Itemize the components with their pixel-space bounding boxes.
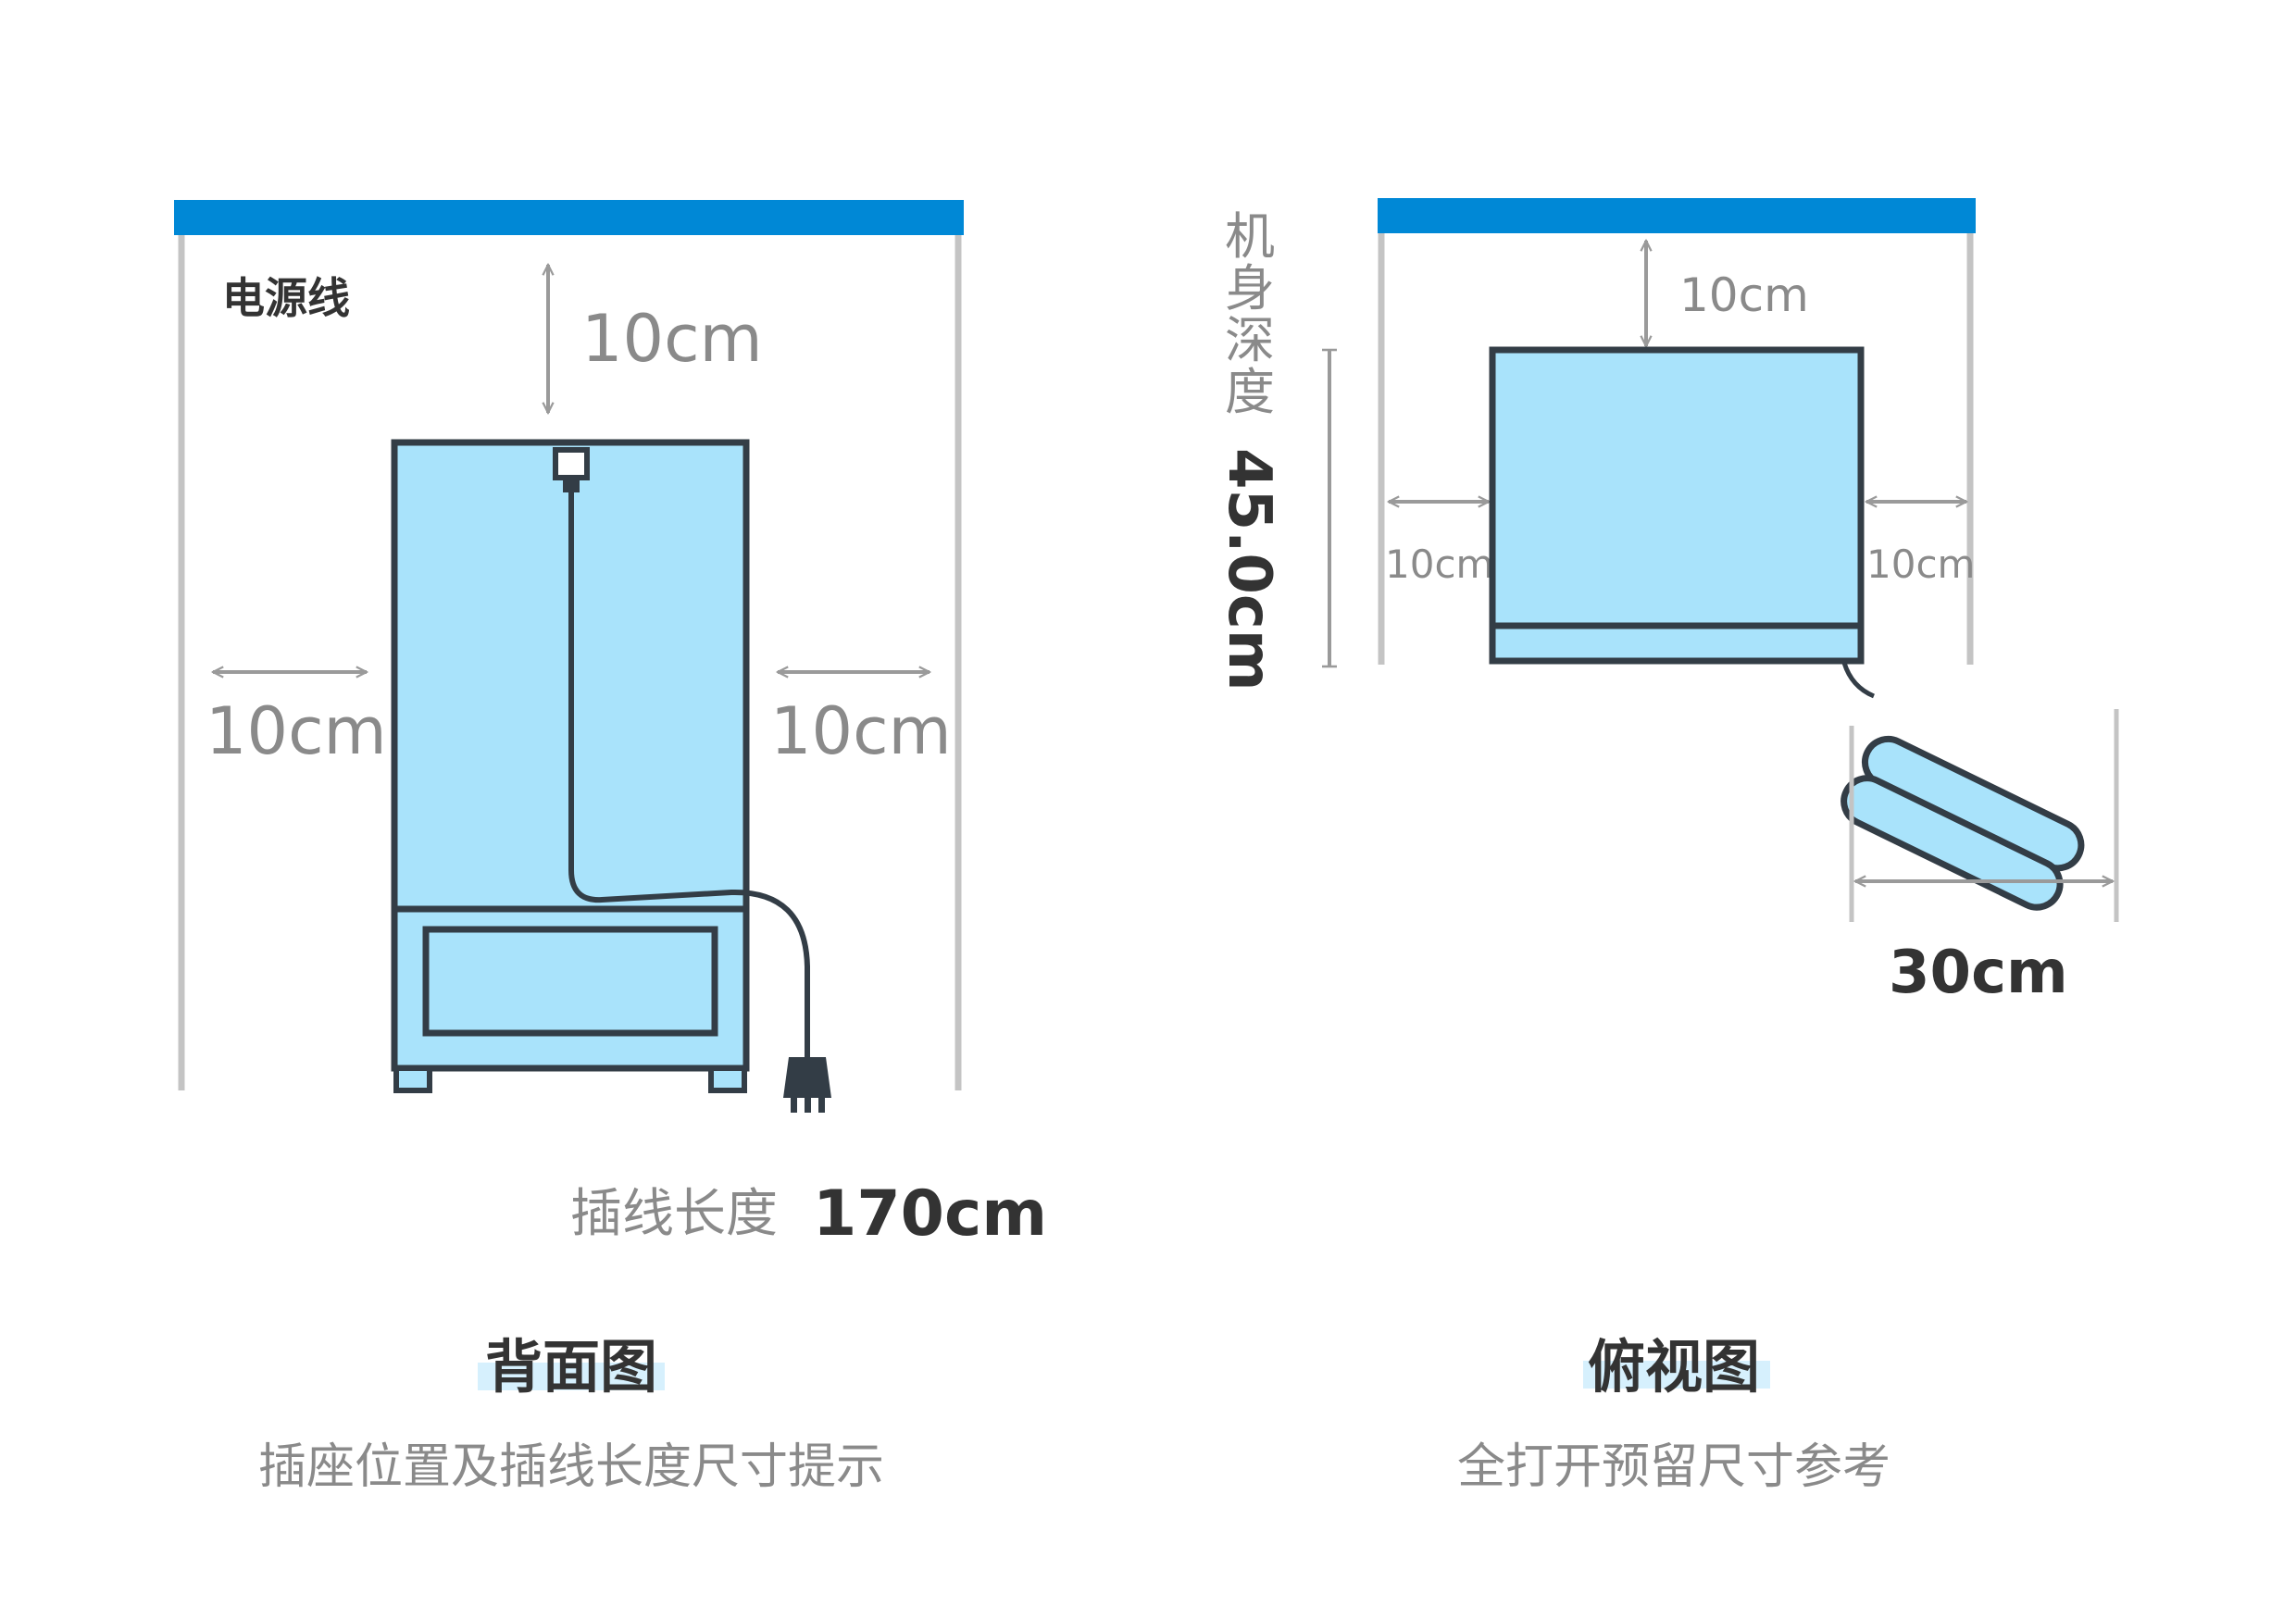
- top-view-title: 俯视图: [1588, 1333, 1760, 1401]
- back-view: 电源线 10cm 10cm 10cm 插线长度: [174, 200, 1047, 1495]
- top-view-right-clearance: 10cm: [1866, 542, 1975, 587]
- back-view-title: 背面图: [485, 1333, 657, 1401]
- back-left-clearance: 10cm: [206, 693, 387, 769]
- back-top-clearance: 10cm: [581, 301, 763, 377]
- back-view-subtitle: 插座位置及插线长度尺寸提示: [258, 1439, 884, 1495]
- top-view: 机 身 深 度 45.0cm 10cm 10cm 10cm: [1215, 198, 2119, 1495]
- depth-char-2: 身: [1225, 259, 1275, 318]
- socket-plug: [563, 478, 580, 492]
- plug-icon: [783, 1057, 831, 1113]
- power-cord: [568, 491, 810, 1065]
- back-appliance-drawer: [422, 926, 718, 1037]
- top-view-left-clearance: 10cm: [1385, 542, 1493, 587]
- depth-char-3: 深: [1225, 311, 1275, 369]
- top-view-subtitle: 全打开预留尺寸参考: [1457, 1439, 1890, 1495]
- cord-length-label: 插线长度: [570, 1184, 778, 1244]
- back-appliance-foot-right: [708, 1065, 747, 1093]
- top-cord: [1841, 662, 1876, 699]
- back-title-highlight: [478, 1363, 665, 1390]
- socket-icon: [553, 447, 590, 480]
- top-wall-bar: [1378, 198, 1976, 233]
- back-right-clearance: 10cm: [770, 693, 952, 769]
- top-view-top-clearance: 10cm: [1679, 268, 1809, 322]
- depth-char-1: 机: [1225, 207, 1275, 266]
- power-cord-label: 电源线: [222, 273, 350, 323]
- top-appliance: [1489, 346, 2085, 911]
- back-appliance: [391, 439, 831, 1113]
- depth-value: 45.0cm: [1215, 448, 1283, 691]
- back-wall-bar: [174, 200, 964, 235]
- top-title-highlight: [1583, 1361, 1770, 1389]
- depth-char-4: 度: [1225, 363, 1275, 421]
- door-clearance: 30cm: [1889, 939, 2068, 1007]
- back-appliance-foot-left: [393, 1065, 432, 1093]
- top-appliance-body: [1489, 346, 1865, 665]
- cord-length-value: 170cm: [813, 1177, 1047, 1251]
- depth-label: 机 身 深 度: [1225, 207, 1275, 421]
- open-door-icon: [1841, 735, 2085, 911]
